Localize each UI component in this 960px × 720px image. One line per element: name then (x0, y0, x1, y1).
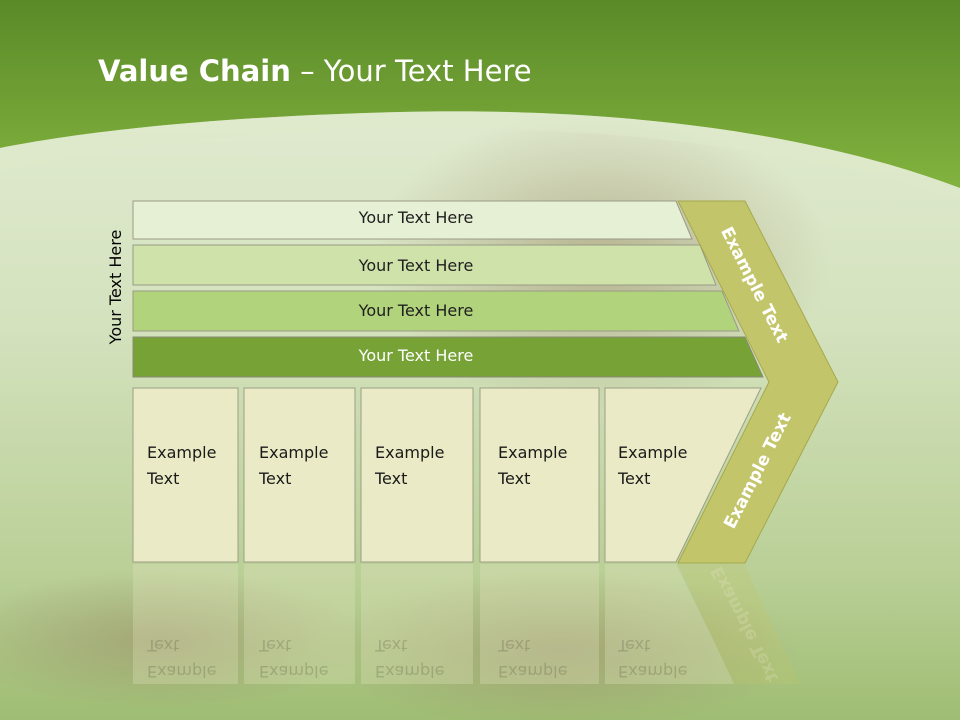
activity-box-3-reflection: Example Text (375, 632, 444, 684)
activity-box-3 (360, 387, 474, 563)
slide-title-bold: Value Chain (98, 54, 291, 88)
slide-title-rest: – Your Text Here (290, 54, 532, 88)
activity-box-5-reflection-line2: Text (618, 636, 651, 655)
activity-box-4-reflection-line2: Text (498, 636, 531, 655)
activity-box-2-reflection-line1: Example (259, 662, 329, 681)
activity-box-1-line1: Example (147, 443, 217, 462)
activity-box-1-reflection: Example Text (147, 632, 216, 684)
activity-box-4-reflection-line1: Example (498, 662, 568, 681)
activity-box-2 (243, 387, 356, 563)
value-row-3 (132, 290, 740, 332)
value-row-2 (132, 244, 717, 286)
activity-box-3-line1: Example (375, 443, 445, 462)
value-row-3-label: Your Text Here (358, 301, 474, 320)
activity-box-1-line2: Text (147, 469, 180, 488)
activity-box-2-line1: Example (259, 443, 329, 462)
activity-box-3-line2: Text (375, 469, 408, 488)
activity-box-4 (479, 387, 600, 563)
header-band (0, 0, 960, 188)
box-reflections (133, 564, 800, 684)
header-swoosh (0, 111, 960, 200)
activity-box-1-reflection-line1: Example (147, 662, 217, 681)
activity-box-5-line1: Example (618, 443, 688, 462)
activity-box-1-reflection-line2: Text (147, 636, 180, 655)
activity-box-2-line2: Text (259, 469, 292, 488)
background-blur-shape (320, 570, 800, 720)
background-blur-shape (0, 570, 370, 710)
value-row-4 (132, 336, 764, 378)
side-axis-label: Your Text Here (106, 229, 125, 345)
slide-title: Value Chain – Your Text Here (98, 54, 532, 88)
activity-box-5-line2: Text (618, 469, 651, 488)
activity-box-4-reflection: Example Text (498, 632, 567, 684)
value-row-2-label: Your Text Here (358, 256, 474, 275)
activity-box-3-reflection-line2: Text (375, 636, 408, 655)
activity-box-5 (604, 387, 762, 563)
activity-box-3-reflection-line1: Example (375, 662, 445, 681)
activity-box-1 (132, 387, 239, 563)
activity-box-2-reflection-line2: Text (259, 636, 292, 655)
activity-box-4-line1: Example (498, 443, 568, 462)
value-row-1-label: Your Text Here (358, 208, 474, 227)
activity-box-5-reflection-line1: Example (618, 662, 688, 681)
value-row-4-label: Your Text Here (358, 346, 474, 365)
activity-box-2-reflection: Example Text (259, 632, 328, 684)
activity-box-5-reflection: Example Text (618, 632, 687, 684)
value-row-1 (132, 200, 693, 240)
activity-box-4-line2: Text (498, 469, 531, 488)
value-chevron (677, 200, 839, 564)
